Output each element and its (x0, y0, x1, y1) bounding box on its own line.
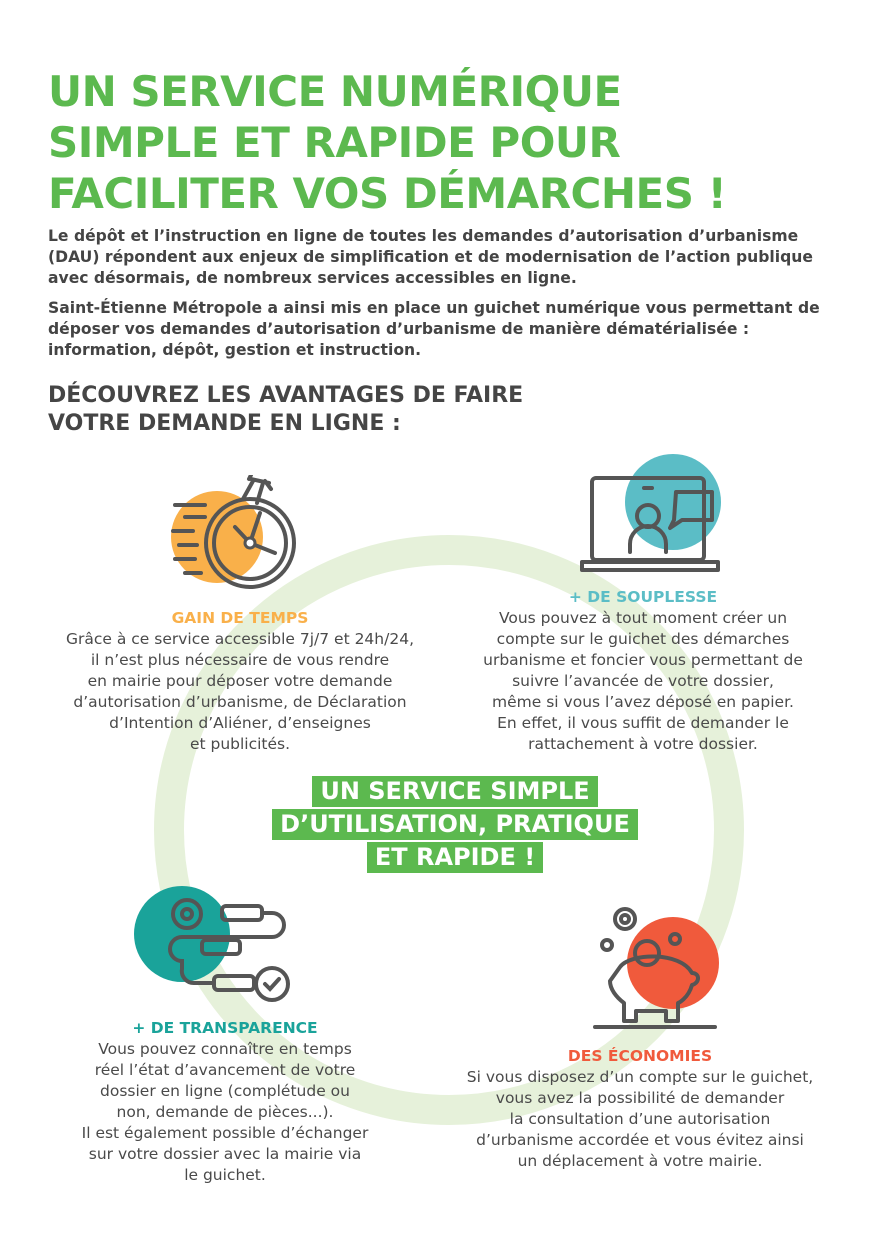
section-transparence: + DE TRANSPARENCE Vous pouvez connaître … (25, 1018, 425, 1186)
section-text-line: d’Intention d’Aliéner, d’enseignes (109, 714, 371, 732)
subheading-line: DÉCOUVREZ LES AVANTAGES DE FAIRE (48, 383, 524, 408)
section-text-line: réel l’état d’avancement de votre (94, 1061, 356, 1079)
piggy-bank-icon (593, 907, 719, 1029)
section-text-line: d’urbanisme accordée et vous évitez ains… (476, 1131, 804, 1149)
section-text-line: un déplacement à votre mairie. (517, 1152, 763, 1170)
section-text-line: Vous pouvez connaître en temps (98, 1040, 352, 1058)
intro-paragraph: Saint-Étienne Métropole a ainsi mis en p… (48, 299, 820, 359)
title-line: SIMPLE ET RAPIDE POUR (48, 118, 621, 167)
section-text-line: suivre l’avancée de votre dossier, (512, 672, 774, 690)
section-text-line: d’autorisation d’urbanisme, de Déclarati… (73, 693, 407, 711)
section-text-line: Grâce à ce service accessible 7j/7 et 24… (65, 630, 414, 648)
section-text-line: Il est également possible d’échanger (81, 1124, 369, 1142)
callout-line: UN SERVICE SIMPLE (312, 776, 598, 807)
section-text-line: Vous pouvez à tout moment créer un (498, 609, 788, 627)
intro-paragraph: Le dépôt et l’instruction en ligne de to… (48, 227, 813, 287)
section-heading: GAIN DE TEMPS (171, 609, 309, 627)
subheading-line: VOTRE DEMANDE EN LIGNE : (48, 411, 401, 436)
section-heading: + DE SOUPLESSE (568, 588, 718, 606)
title-line: UN SERVICE NUMÉRIQUE (48, 67, 622, 116)
laptop-chat-icon (580, 454, 721, 572)
title-line: FACILITER VOS DÉMARCHES ! (48, 169, 727, 218)
callout-line: D’UTILISATION, PRATIQUE (272, 809, 638, 840)
section-text-line: il n’est plus nécessaire de vous rendre (90, 651, 390, 669)
page-title: UN SERVICE NUMÉRIQUE SIMPLE ET RAPIDE PO… (48, 66, 727, 219)
section-souplesse: + DE SOUPLESSE Vous pouvez à tout moment… (443, 587, 843, 755)
section-text-line: vous avez la possibilité de demander (495, 1089, 785, 1107)
section-text-line: et publicités. (189, 735, 291, 753)
section-text-line: la consultation d’une autorisation (509, 1110, 771, 1128)
callout-line: ET RAPIDE ! (366, 842, 544, 873)
section-text-line: compte sur le guichet des démarches (496, 630, 790, 648)
section-text-line: rattachement à votre dossier. (528, 735, 758, 753)
section-text-line: même si vous l’avez déposé en papier. (492, 693, 794, 711)
workflow-gear-icon (134, 886, 290, 1002)
section-text-line: En effet, il vous suffit de demander le (497, 714, 789, 732)
section-subheading: DÉCOUVREZ LES AVANTAGES DE FAIRE VOTRE D… (48, 382, 523, 438)
center-callout: UN SERVICE SIMPLE D’UTILISATION, PRATIQU… (255, 775, 655, 874)
section-gain-de-temps: GAIN DE TEMPS Grâce à ce service accessi… (40, 608, 440, 755)
section-text-line: dossier en ligne (complétude ou (100, 1082, 350, 1100)
section-text-line: le guichet. (184, 1166, 266, 1184)
section-text-line: sur votre dossier avec la mairie via (88, 1145, 362, 1163)
section-heading: DES ÉCONOMIES (567, 1047, 713, 1065)
section-text-line: en mairie pour déposer votre demande (87, 672, 393, 690)
section-economies: DES ÉCONOMIES Si vous disposez d’un comp… (425, 1046, 855, 1172)
section-text-line: non, demande de pièces...). (116, 1103, 334, 1121)
stopwatch-icon (171, 475, 296, 589)
section-text-line: Si vous disposez d’un compte sur le guic… (466, 1068, 814, 1086)
section-text-line: urbanisme et foncier vous permettant de (483, 651, 803, 669)
section-heading: + DE TRANSPARENCE (132, 1019, 318, 1037)
